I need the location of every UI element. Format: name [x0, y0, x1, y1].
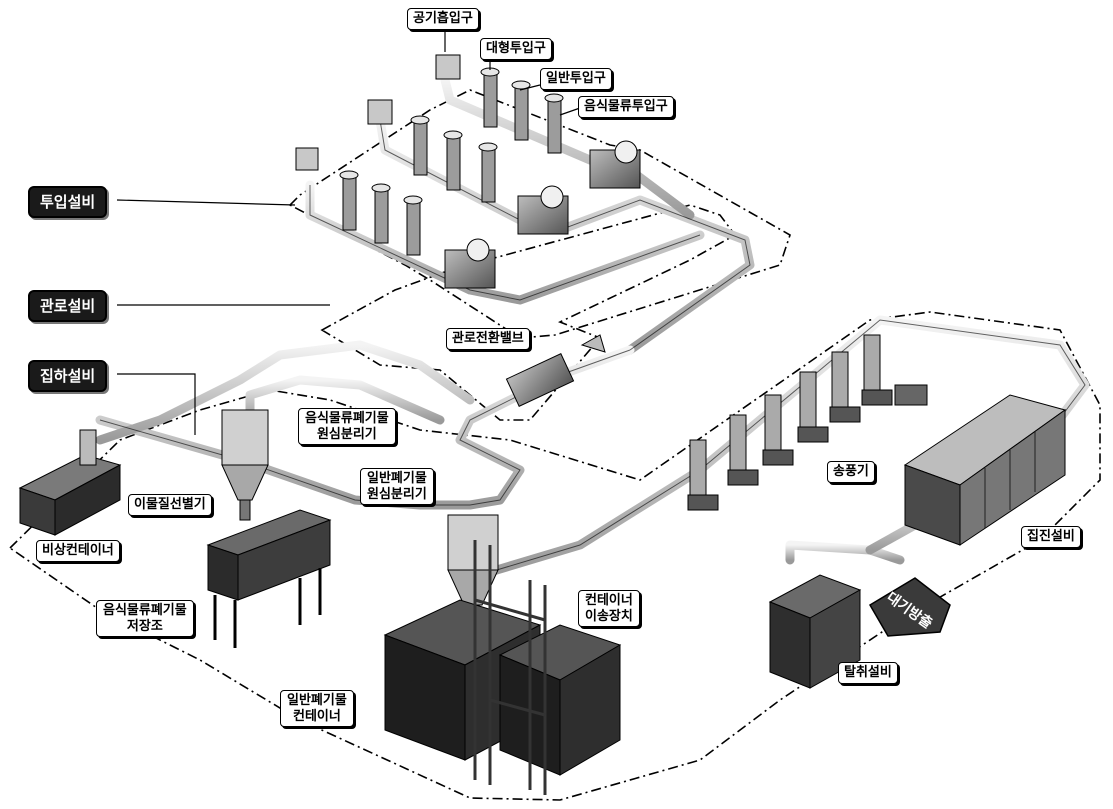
inlet-pipe [407, 200, 420, 255]
blower-unit [763, 395, 793, 465]
large-inlet-label: 대형투입구 [480, 38, 552, 60]
general-cyclone-label: 일반폐기물 원심분리기 [360, 468, 434, 505]
inlet-columns [296, 55, 640, 288]
air-intake-unit [436, 55, 460, 79]
emergency-container-label: 비상컨테이너 [36, 540, 120, 562]
collection-facility-label: 집하설비 [28, 360, 107, 392]
blower-unit [798, 372, 828, 442]
food-storage-label-line2: 저장조 [103, 619, 187, 635]
air-intake-units [296, 55, 460, 170]
foreign-separator-label: 이물질선별기 [128, 494, 212, 516]
inlet-cap [404, 196, 422, 204]
inlet-pipe [484, 72, 497, 127]
dust-collector-unit [905, 395, 1065, 545]
food-cyclone [222, 410, 268, 520]
blower-label: 송풍기 [827, 461, 875, 483]
inlet-pipe [414, 120, 427, 175]
input-facility-label: 투입설비 [28, 186, 107, 218]
food-cyclone-label-line1: 음식물류폐기물 [305, 411, 389, 427]
container-transfer-label: 컨테이너 이송장치 [578, 590, 640, 627]
general-container-label-line1: 일반폐기물 [287, 693, 347, 709]
blower-unit [862, 335, 892, 405]
food-inlet-label: 음식물류투입구 [578, 96, 674, 118]
switch-valve-body [506, 354, 573, 407]
inlet-cap [545, 94, 563, 102]
inlet-cap [372, 184, 390, 192]
food-storage-label: 음식물류폐기물 저장조 [96, 600, 194, 637]
blower-unit [830, 352, 860, 422]
blower-unit [688, 440, 718, 510]
inlet-pipe [447, 135, 460, 190]
switch-valve-flange [582, 335, 605, 352]
general-inlet-label: 일반투입구 [540, 68, 612, 90]
air-intake-label: 공기흡입구 [407, 8, 479, 30]
food-cyclone-label: 음식물류폐기물 원심분리기 [298, 408, 396, 445]
air-intake-unit [296, 148, 318, 170]
inlet-pipe [343, 175, 356, 230]
pipe-switch-valve-label: 관로전환밸브 [446, 328, 530, 350]
inlet-pipe [375, 188, 388, 243]
valve-tank [541, 186, 563, 208]
emergency-container-unit [20, 430, 120, 535]
general-container-label: 일반폐기물 컨테이너 [280, 690, 354, 727]
deodorizer-label: 탈취설비 [838, 662, 898, 684]
valve-tank [615, 141, 637, 163]
blower-motor [895, 385, 927, 405]
inlet-pipe [548, 98, 561, 153]
food-storage-unit [208, 510, 330, 648]
container-transfer-label-line2: 이송장치 [585, 609, 633, 625]
general-container-label-line2: 컨테이너 [287, 709, 347, 725]
air-intake-unit [368, 100, 392, 124]
valve-tank [467, 239, 489, 261]
dust-collector-label: 집진설비 [1021, 526, 1081, 548]
pipe-facility-label: 관로설비 [28, 290, 107, 322]
container-transfer-label-line1: 컨테이너 [585, 593, 633, 609]
general-cyclone-label-line2: 원심분리기 [367, 487, 427, 503]
blowers [688, 335, 927, 510]
inlet-pipe [515, 85, 528, 140]
food-cyclone-label-line2: 원심분리기 [305, 427, 389, 443]
inlet-cap [411, 116, 429, 124]
general-cyclone-label-line1: 일반폐기물 [367, 471, 427, 487]
inlet-cap [444, 131, 462, 139]
inlet-cap [340, 171, 358, 179]
inlet-cap [479, 143, 497, 151]
inlet-pipe [482, 147, 495, 202]
leader-food-inlet [560, 108, 580, 115]
food-storage-label-line1: 음식물류폐기물 [103, 603, 187, 619]
leader-input [117, 200, 295, 205]
